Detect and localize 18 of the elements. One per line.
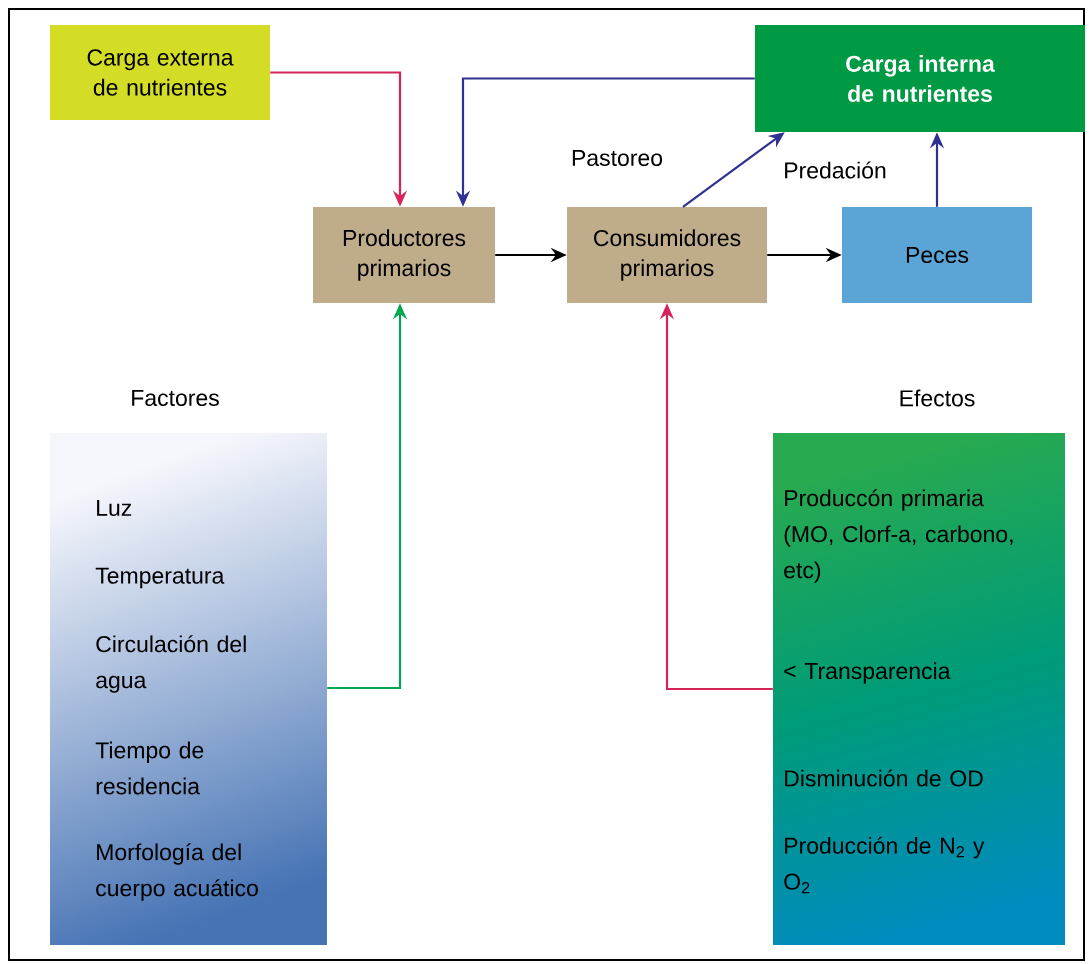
input-box: Carga externa de nutrientes — [50, 25, 270, 120]
process-box: Peces — [842, 207, 1032, 303]
panel-heading: Factores — [132, 389, 219, 406]
edge-label: Pastoreo — [570, 149, 665, 167]
process-box: Consumidores primarios — [567, 207, 767, 303]
panel-item: Disminución de OD — [785, 769, 983, 787]
panel-item: Producción de N$_{2}$ y O$_{2}$ — [784, 836, 985, 894]
panel-item: Temperatura — [95, 567, 225, 589]
panel-item: Morfología del cuerpo acuático — [96, 843, 258, 901]
edge-label: Predación — [782, 160, 888, 180]
panel-item: Luz — [97, 499, 132, 516]
panel-item: < Transparencia — [784, 662, 951, 684]
process-box: Productores primarios — [313, 207, 495, 303]
panel-heading: Efectos — [900, 389, 975, 407]
panel-item: Produccón primaria (MO, Clorf-a, carbono, etc) — [784, 489, 1013, 583]
panel-item: Circulación del agua — [96, 635, 246, 693]
panel-item: Tiempo de residencia — [95, 741, 204, 795]
input-box: Carga interna de nutrientes — [755, 25, 1085, 132]
